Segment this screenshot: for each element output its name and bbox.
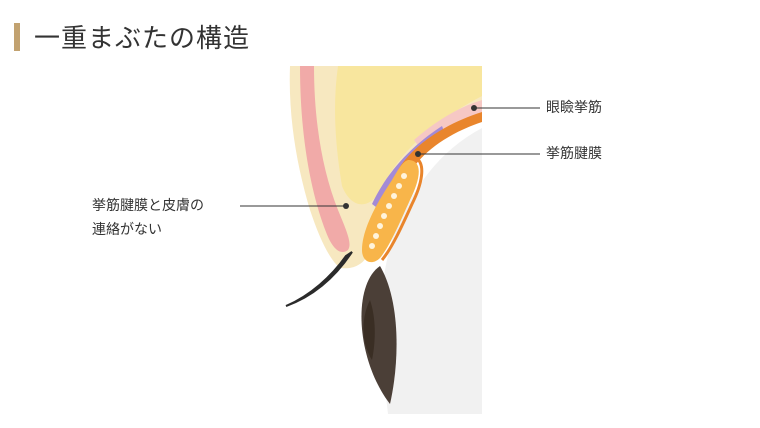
cornea-shape [361, 266, 397, 404]
title-bar: 一重まぶたの構造 [14, 18, 250, 55]
skin-band [300, 66, 350, 252]
tarsus-outline [380, 156, 424, 261]
label-no-connection-line1: 挙筋腱膜と皮膚の [92, 198, 204, 214]
eyelash [285, 251, 353, 307]
leader-dot-left [343, 203, 349, 209]
label-no-connection: 挙筋腱膜と皮膚の 連絡がない [92, 194, 204, 242]
label-aponeurosis: 挙筋腱膜 [546, 146, 602, 162]
leader-dot-aponeurosis [415, 151, 421, 157]
meibomian-glands [369, 173, 407, 249]
page-title: 一重まぶたの構造 [34, 24, 251, 54]
leader-dot-levator [471, 105, 477, 111]
orbital-fat [335, 66, 482, 205]
label-no-connection-line2: 連絡がない [92, 222, 162, 238]
label-levator-muscle: 眼瞼挙筋 [546, 100, 602, 116]
iris-shadow [363, 300, 375, 360]
eyeball-shape [380, 128, 482, 414]
title-accent-bar [14, 22, 20, 51]
